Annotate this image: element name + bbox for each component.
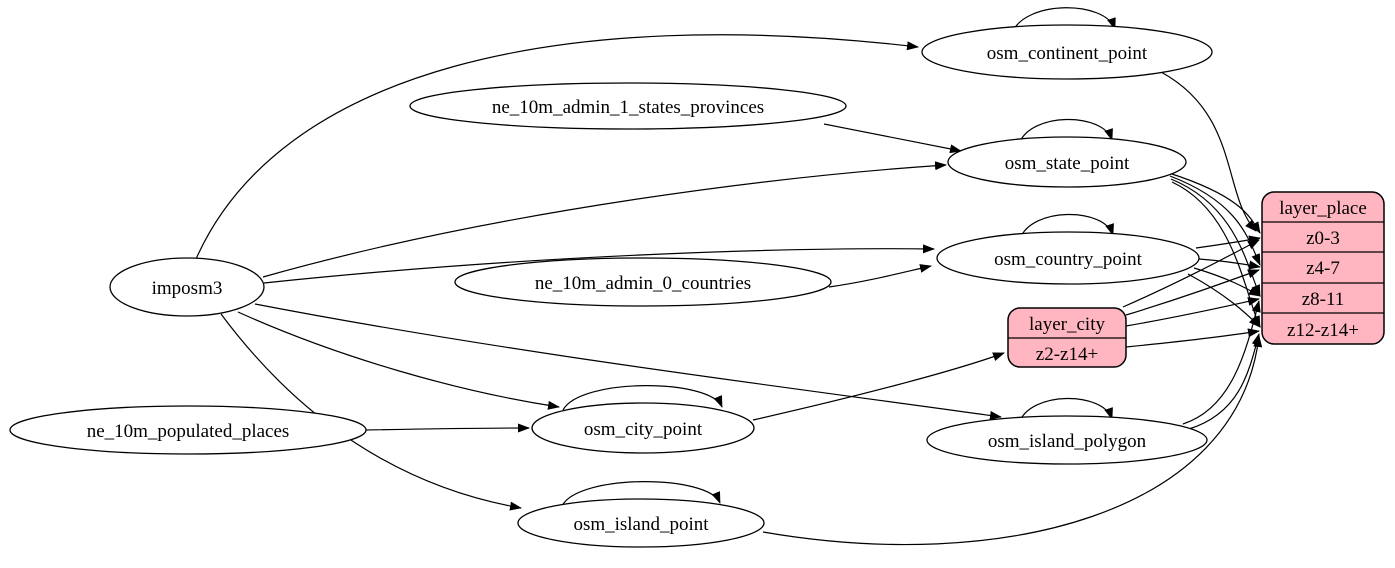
edge-ne_10m_admin_1_states_provinces-osm_state_point — [823, 123, 962, 154]
layer_place-title: layer_place — [1279, 198, 1367, 219]
edge-osm_island_point-layer_place-z12-z14 — [762, 335, 1263, 546]
edge-imposm3-osm_island_polygon — [254, 303, 1002, 420]
node-osm_continent_point: osm_continent_point — [921, 24, 1213, 80]
osm_city_point-ellipse — [531, 402, 755, 454]
edge-osm_state_point-layer_place-z8-11 — [1170, 178, 1261, 297]
osm_continent_point-ellipse — [921, 24, 1213, 80]
node-osm_island_polygon: osm_island_polygon — [926, 415, 1208, 465]
self-loop-osm_country_point — [1019, 213, 1114, 240]
edge-ne_10m_populated_places-osm_city_point — [365, 423, 530, 433]
node-imposm3: imposm3 — [109, 257, 265, 317]
edge-osm_island_polygon-layer_place-z8-11 — [1182, 300, 1261, 425]
self-loop-osm_state_point — [1018, 118, 1113, 145]
edge-osm_continent_point-layer_place-z0-3 — [1160, 71, 1257, 232]
ne_10m_populated_places-label: ne_10m_populated_places — [87, 421, 290, 442]
edges — [195, 7, 1263, 546]
osm_country_point-ellipse — [936, 231, 1200, 285]
edge-imposm3-osm_state_point — [262, 161, 947, 278]
osm_state_point-label: osm_state_point — [1005, 153, 1130, 174]
edge-imposm3-osm_city_point — [237, 311, 560, 410]
ne_10m_admin_1_states_provinces-label: ne_10m_admin_1_states_provinces — [492, 97, 764, 118]
layer_place-box — [1261, 191, 1385, 345]
edge-imposm3-osm_continent_point — [195, 34, 919, 260]
layer_place-row-z12-z14: z12-z14+ — [1287, 320, 1359, 341]
edge-layer_city-layer_place-z12-z14 — [1125, 328, 1260, 348]
edge-layer_city-layer_place-z0-3 — [1122, 239, 1260, 308]
layer_place-row-z4-7: z4-7 — [1306, 258, 1340, 279]
ne_10m_admin_1_states_provinces-ellipse — [409, 82, 847, 130]
edge-osm_city_point-layer_city — [752, 352, 1005, 421]
self-loop-osm_island_polygon — [1018, 397, 1113, 424]
osm_island_polygon-ellipse — [926, 415, 1208, 465]
node-osm_island_point: osm_island_point — [517, 498, 765, 548]
record-layer_place: layer_place z0-3 z4-7 z8-11 z12-z14+ — [1261, 191, 1385, 345]
edge-imposm3-osm_country_point — [263, 244, 935, 284]
edge-osm_country_point-layer_place-z0-3 — [1195, 235, 1261, 249]
osm_island_polygon-label: osm_island_polygon — [988, 431, 1147, 452]
edge-layer_city-layer_place-z8-11 — [1125, 297, 1260, 327]
osm_country_point-label: osm_country_point — [994, 249, 1142, 270]
edge-ne_10m_admin_0_countries-osm_country_point — [828, 264, 932, 288]
node-ne_10m_admin_1_states_provinces: ne_10m_admin_1_states_provinces — [409, 82, 847, 130]
ne_10m_admin_0_countries-label: ne_10m_admin_0_countries — [535, 273, 751, 294]
edge-osm_country_point-layer_place-z8-11 — [1193, 267, 1261, 297]
node-ne_10m_admin_0_countries: ne_10m_admin_0_countries — [454, 257, 832, 307]
edge-osm_state_point-layer_place-z4-7 — [1169, 175, 1261, 266]
ne_10m_admin_0_countries-ellipse — [454, 257, 832, 307]
self-loop-osm_island_point — [561, 481, 721, 507]
imposm3-label: imposm3 — [152, 278, 223, 299]
node-ne_10m_populated_places: ne_10m_populated_places — [9, 405, 367, 455]
osm_island_point-label: osm_island_point — [573, 514, 709, 535]
node-osm_country_point: osm_country_point — [936, 231, 1200, 285]
layer_city-title: layer_city — [1029, 314, 1105, 335]
self-loop-osm_continent_point — [1011, 7, 1116, 34]
ne_10m_populated_places-ellipse — [9, 405, 367, 455]
self-loop-osm_city_point — [562, 385, 723, 411]
edge-osm_country_point-layer_place-z12-z14 — [1187, 273, 1261, 328]
layer_place-row-z8-11: z8-11 — [1302, 289, 1345, 310]
edge-osm_country_point-layer_place-z4-7 — [1198, 258, 1261, 270]
edge-layer_city-layer_place-z4-7 — [1125, 269, 1260, 316]
osm_island_point-ellipse — [517, 498, 765, 548]
node-osm_city_point: osm_city_point — [531, 402, 755, 454]
osm_state_point-ellipse — [947, 136, 1187, 188]
imposm3-ellipse — [109, 257, 265, 317]
osm_city_point-label: osm_city_point — [584, 419, 703, 440]
node-osm_state_point: osm_state_point — [947, 136, 1187, 188]
edge-osm_state_point-layer_place-z0-3 — [1168, 172, 1261, 234]
layer_place-row-z0-3: z0-3 — [1306, 228, 1340, 249]
osm_continent_point-label: osm_continent_point — [987, 43, 1148, 64]
edge-imposm3-osm_island_point — [220, 313, 522, 511]
record-layer_city: layer_city z2-z14+ — [1007, 307, 1127, 368]
layer_city-row-z2-z14: z2-z14+ — [1036, 344, 1098, 365]
